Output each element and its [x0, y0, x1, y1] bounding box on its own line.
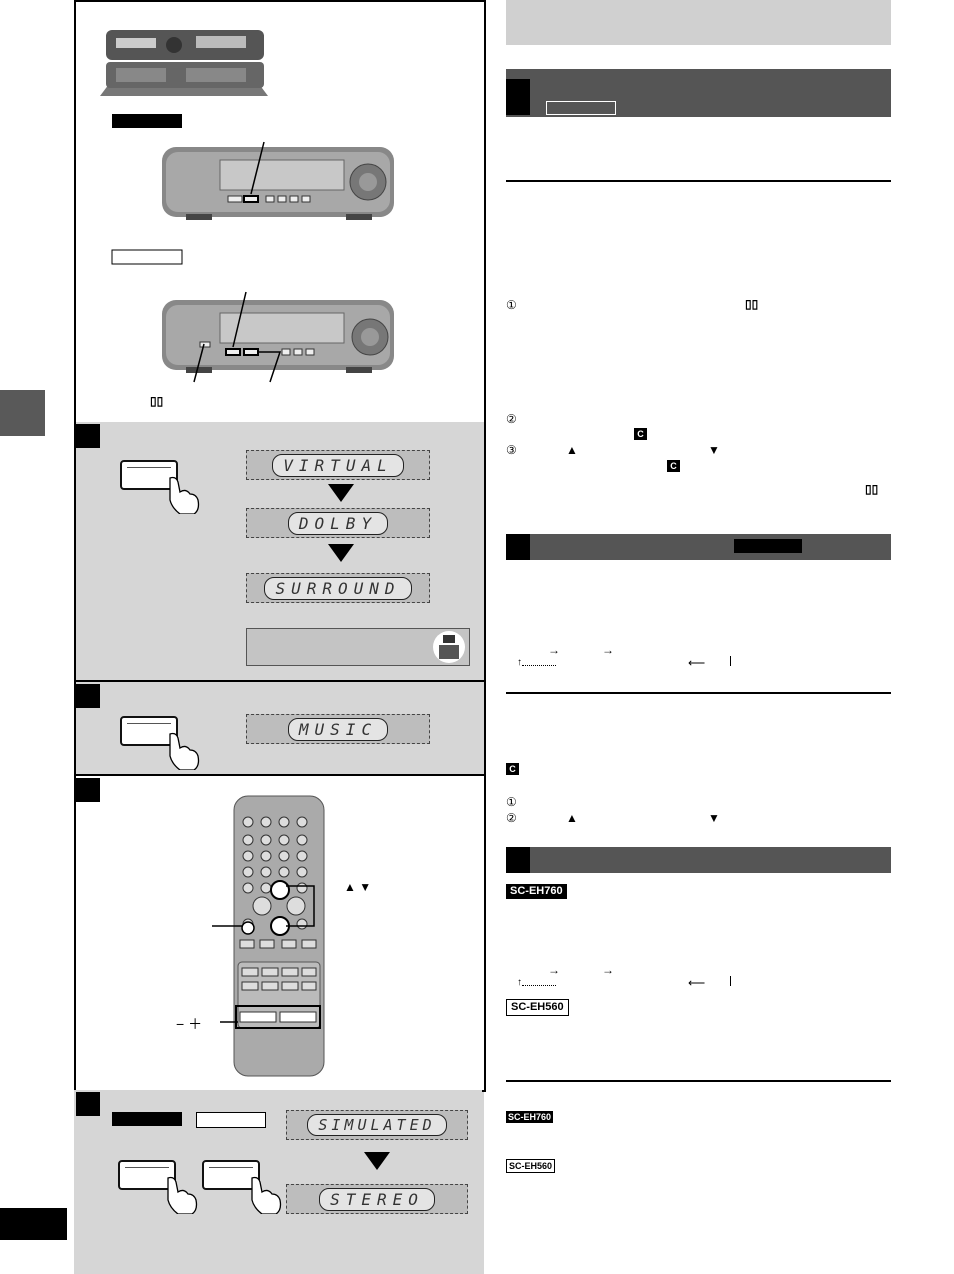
- surround-speaker-icon: [433, 631, 465, 663]
- pressing-hand-icon: [167, 1176, 198, 1214]
- model-tag-sc-eh760-small: SC-EH760: [506, 1111, 554, 1123]
- section-number-box: [506, 847, 530, 873]
- divider-3: [506, 1080, 891, 1082]
- flow-return-left: ↑: [517, 977, 522, 988]
- section-tab-marker: [0, 390, 45, 436]
- pressing-hand-icon: [169, 476, 200, 514]
- down-arrow-icon: ▼: [708, 443, 720, 457]
- flow-return-right: ⟵: [688, 656, 706, 670]
- step-circle-3: ③: [506, 443, 517, 457]
- model-tag-sc-eh560: SC-EH560: [506, 999, 569, 1016]
- step-number-box: [76, 1092, 100, 1116]
- remote-control-panel: ▲ ▼ − ＋: [74, 774, 486, 1092]
- display-simulated: SIMULATED: [286, 1110, 468, 1140]
- step-circle-2: ②: [506, 811, 517, 825]
- display-stereo: STEREO: [286, 1184, 468, 1214]
- down-arrow-1: [328, 484, 354, 502]
- pressing-hand-icon: [169, 732, 200, 770]
- simulated-stereo-button-560[interactable]: [202, 1160, 260, 1190]
- c-badge: C: [667, 460, 680, 472]
- down-arrow-3: [364, 1152, 390, 1170]
- simulated-stereo-button-760[interactable]: [118, 1160, 176, 1190]
- page-tab-marker: [0, 1208, 67, 1240]
- up-arrow-icon: ▲: [566, 811, 578, 825]
- section-number-box: [506, 534, 530, 560]
- dolby-symbol: ▯▯: [745, 297, 759, 311]
- section-bar-1: [506, 69, 891, 117]
- display-surround: SURROUND: [246, 573, 430, 603]
- display-music: MUSIC: [246, 714, 430, 744]
- simulated-stereo-panel: SIMULATED STEREO: [74, 1090, 482, 1274]
- remote-control-illustration: [233, 795, 325, 1077]
- flow-return-left: ↑: [517, 657, 522, 668]
- flow-arrow-right-2: →: [602, 643, 614, 657]
- arrow-keys-label: ▲ ▼: [344, 880, 372, 894]
- minus-plus-label: − ＋: [176, 1016, 203, 1032]
- section-bar-2: [506, 534, 891, 560]
- model-tag-sc-eh760: SC-EH760: [506, 884, 567, 899]
- divider-2: [506, 692, 891, 694]
- surround-button[interactable]: [120, 460, 178, 490]
- c-badge: C: [506, 763, 519, 775]
- display-panel-indicator: [246, 628, 470, 666]
- down-arrow-2: [328, 544, 354, 562]
- model-tag-sc-eh560-small: SC-EH560: [506, 1159, 556, 1173]
- display-dolby: DOLBY: [246, 508, 430, 538]
- section-model-tag: [546, 101, 616, 115]
- c-badge: C: [634, 428, 647, 440]
- divider-1: [506, 180, 891, 182]
- flow-return-bracket: [730, 656, 731, 666]
- flow-return-right: ⟵: [688, 976, 706, 990]
- surround-step-panel: VIRTUAL DOLBY SURROUND: [74, 422, 486, 680]
- dolby-symbol: ▯▯: [865, 482, 879, 496]
- step-circle-1: ①: [506, 795, 517, 809]
- step-number-box: [76, 424, 100, 448]
- system-illustration-panel: ▯▯: [74, 0, 486, 424]
- music-step-panel: MUSIC: [74, 680, 486, 776]
- flow-return-line: [522, 665, 556, 666]
- flow-arrow-right-1: →: [548, 963, 560, 977]
- step-number-box: [76, 778, 100, 802]
- up-arrow-icon: ▲: [566, 443, 578, 457]
- flow-arrow-right-1: →: [548, 643, 560, 657]
- step-number-box: [76, 684, 100, 708]
- flow-return-bracket: [730, 976, 731, 986]
- section-number-box: [506, 79, 530, 115]
- down-arrow-icon: ▼: [708, 811, 720, 825]
- page-header-bar: [506, 0, 891, 45]
- model-tag-outline: [196, 1112, 266, 1128]
- display-virtual: VIRTUAL: [246, 450, 430, 480]
- remote-callout-lines: [212, 885, 315, 1023]
- step-circle-1: ①: [506, 298, 517, 312]
- flow-return-line: [522, 985, 556, 986]
- stereo-system-illustration: [100, 30, 394, 383]
- pressing-hand-icon: [251, 1176, 282, 1214]
- section-bar-3: [506, 847, 891, 873]
- step-circle-2: ②: [506, 412, 517, 426]
- flow-arrow-right-2: →: [602, 963, 614, 977]
- model-tag-black: [112, 1112, 182, 1126]
- section-model-tag: [734, 539, 802, 553]
- music-button[interactable]: [120, 716, 178, 746]
- dolby-symbol-label: ▯▯: [150, 394, 164, 408]
